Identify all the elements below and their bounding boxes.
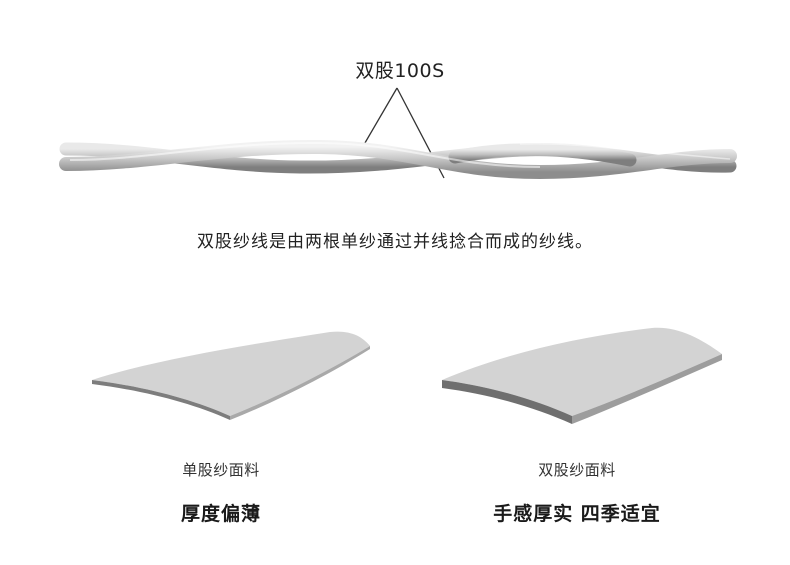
single-ply-fabric-tagline: 厚度偏薄 xyxy=(180,503,261,525)
fabric-sheet-side-edge xyxy=(230,346,370,420)
yarn-caption: 双股纱线是由两根单纱通过并线捻合而成的纱线。 xyxy=(197,232,593,252)
pointer-line-left xyxy=(361,87,398,149)
double-ply-fabric-illustration xyxy=(442,327,722,424)
fabric-sheet-edge xyxy=(92,380,230,420)
double-ply-fabric-label: 双股纱面料 xyxy=(538,461,616,479)
yarn-strand-crossing xyxy=(448,143,637,167)
yarn-title: 双股100S xyxy=(355,60,445,82)
double-ply-fabric-tagline: 手感厚实 四季适宜 xyxy=(493,503,661,525)
yarn-fuzz xyxy=(519,143,731,160)
yarn-highlight xyxy=(69,141,541,168)
fabric-sheet-top xyxy=(442,327,722,416)
single-ply-fabric-label: 单股纱面料 xyxy=(182,461,260,479)
fabric-sheet-side-edge xyxy=(572,354,722,424)
single-ply-fabric-illustration xyxy=(92,331,370,420)
fabric-sheet-edge xyxy=(442,380,572,424)
twisted-yarn-illustration xyxy=(59,87,737,180)
fabric-sheet-top xyxy=(92,331,370,416)
